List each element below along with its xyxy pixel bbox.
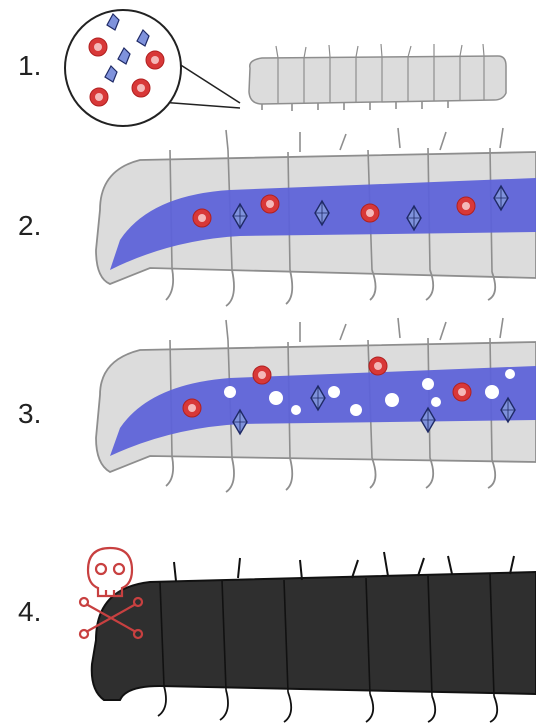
caterpillar-dead <box>92 552 536 722</box>
red-spore-icon <box>369 357 387 375</box>
red-spore-icon <box>183 399 201 417</box>
step-3-group <box>96 318 536 492</box>
red-spore-icon <box>457 197 475 215</box>
red-spore-icon <box>261 195 279 213</box>
step-2-group <box>96 128 536 306</box>
red-spore-icon <box>193 209 211 227</box>
red-spore-icon <box>453 383 471 401</box>
red-spore-icon <box>361 204 379 222</box>
caterpillar-small <box>249 44 506 111</box>
step-4-group <box>80 548 536 722</box>
magnifier-circle-icon <box>65 10 181 126</box>
step-1-group <box>65 10 506 126</box>
red-spore-icon <box>253 366 271 384</box>
magnifier-line-bottom <box>160 102 240 108</box>
